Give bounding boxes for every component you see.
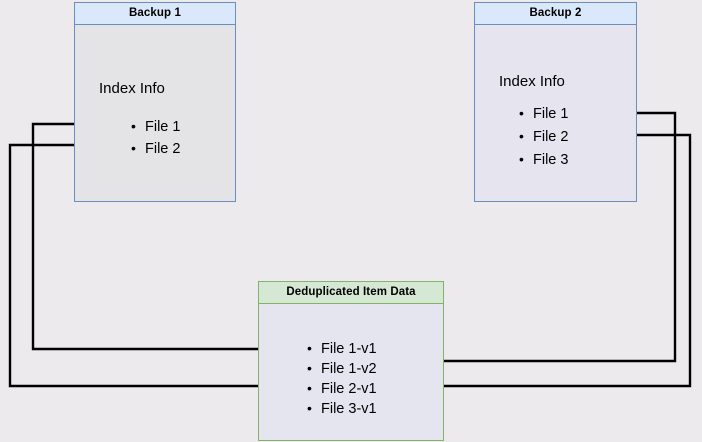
list-item[interactable]: File 3: [519, 151, 568, 168]
list-item[interactable]: File 1: [519, 105, 568, 122]
dedup-file-list: File 1-v1 File 1-v2 File 2-v1 File 3-v1: [307, 340, 377, 417]
list-item[interactable]: File 1-v2: [307, 360, 377, 377]
node-backup2[interactable]: Backup 2 Index Info File 1 File 2 File 3: [474, 2, 637, 202]
node-backup1-body: Index Info File 1 File 2: [75, 25, 235, 201]
node-deduplicated-item-data[interactable]: Deduplicated Item Data File 1-v1 File 1-…: [258, 281, 444, 441]
node-dedup-header: Deduplicated Item Data: [259, 282, 443, 304]
list-item[interactable]: File 1-v1: [307, 340, 377, 357]
list-item[interactable]: File 2: [131, 140, 180, 157]
backup1-file-list: File 1 File 2: [131, 118, 180, 157]
node-dedup-body: File 1-v1 File 1-v2 File 2-v1 File 3-v1: [259, 304, 443, 440]
list-item[interactable]: File 2-v1: [307, 380, 377, 397]
backup1-index-info-label: Index Info: [99, 80, 165, 97]
list-item[interactable]: File 1: [131, 118, 180, 135]
node-backup1[interactable]: Backup 1 Index Info File 1 File 2: [74, 2, 236, 202]
list-item[interactable]: File 2: [519, 128, 568, 145]
node-backup1-header: Backup 1: [75, 3, 235, 25]
node-backup2-header: Backup 2: [475, 3, 636, 25]
backup2-file-list: File 1 File 2 File 3: [519, 105, 568, 168]
backup2-index-info-label: Index Info: [499, 73, 565, 90]
list-item[interactable]: File 3-v1: [307, 400, 377, 417]
node-backup2-body: Index Info File 1 File 2 File 3: [475, 25, 636, 201]
